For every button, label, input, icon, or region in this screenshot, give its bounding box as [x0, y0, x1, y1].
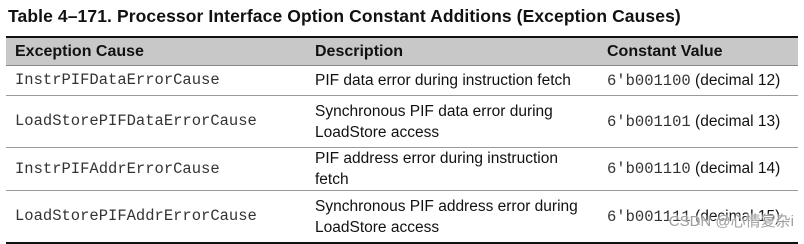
constant-value-cell: 6'b001100 (decimal 12) [598, 65, 798, 96]
description-cell: Synchronous PIF data error during LoadSt… [306, 95, 598, 148]
constant-binary: 6'b001110 [607, 160, 691, 178]
constant-binary: 6'b001111 [607, 207, 691, 226]
description-cell: PIF address error during instruction fet… [306, 147, 598, 191]
exception-cause-cell: LoadStorePIFDataErrorCause [6, 95, 306, 148]
description-cell: PIF data error during instruction fetch [306, 65, 598, 96]
constant-value-cell: 6'b001101 (decimal 13) [598, 95, 798, 148]
table-row: LoadStorePIFDataErrorCause Synchronous P… [6, 95, 798, 148]
constant-decimal: (decimal 14) [695, 160, 781, 177]
constant-value-cell: 6'b001110 (decimal 14) [598, 147, 798, 191]
description-cell: Synchronous PIF address error during Loa… [306, 190, 598, 244]
header-exception-cause: Exception Cause [6, 36, 306, 66]
constant-binary: 6'b001100 [607, 71, 691, 90]
table-caption: Table 4–171. Processor Interface Option … [8, 6, 681, 26]
header-constant-value: Constant Value [598, 36, 798, 66]
constant-value-cell: 6'b001111 (decimal 15) [598, 190, 798, 244]
constant-decimal: (decimal 13) [695, 112, 781, 130]
table-row: InstrPIFDataErrorCause PIF data error du… [6, 65, 798, 96]
constant-binary: 6'b001101 [607, 112, 691, 131]
constant-decimal: (decimal 12) [695, 71, 781, 89]
exception-cause-cell: LoadStorePIFAddrErrorCause [6, 190, 306, 244]
exception-cause-cell: InstrPIFAddrErrorCause [6, 147, 306, 191]
watermark: CSDN @心情复杂i [668, 213, 794, 230]
header-description: Description [306, 36, 598, 66]
table-header-row: Exception Cause Description Constant Val… [6, 36, 798, 66]
exception-cause-cell: InstrPIFDataErrorCause [6, 65, 306, 96]
table-row: InstrPIFAddrErrorCause PIF address error… [6, 147, 798, 191]
constant-decimal: (decimal 15) [695, 207, 781, 225]
